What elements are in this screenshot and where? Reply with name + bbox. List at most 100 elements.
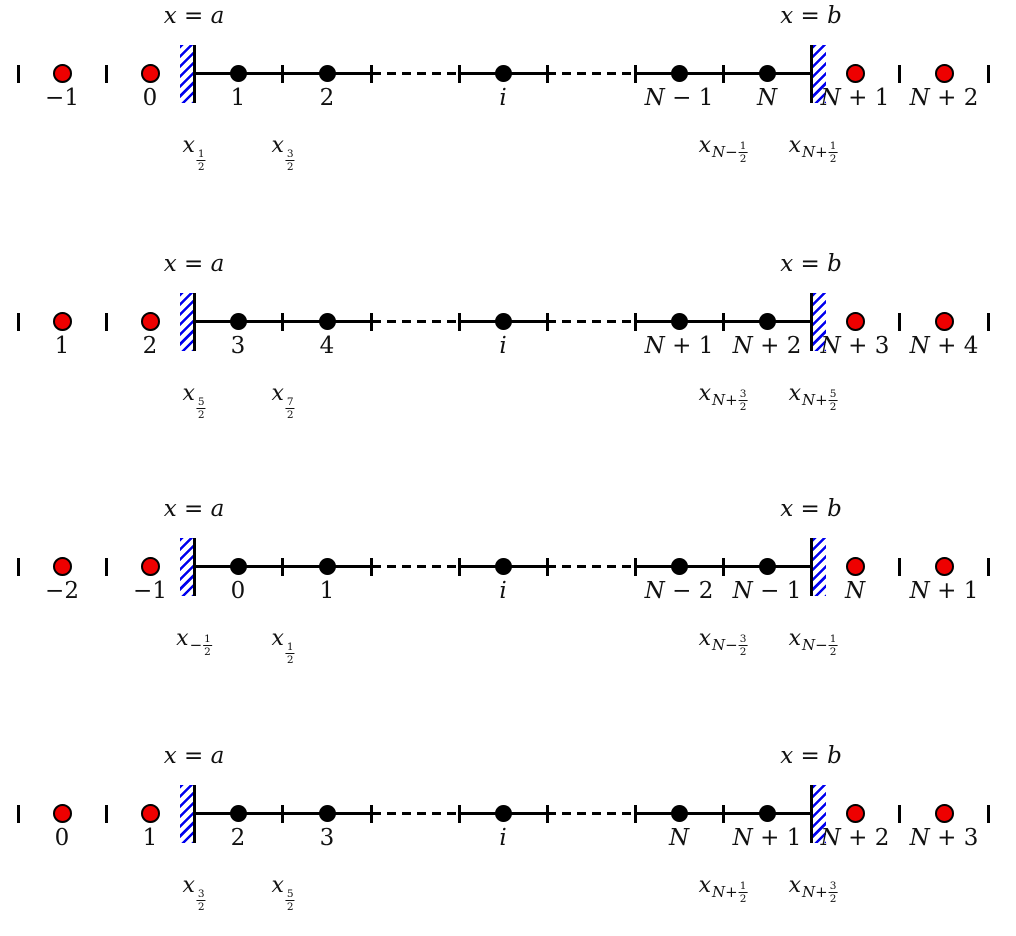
- interior-node-dot: [670, 558, 688, 575]
- axis-dashed-segment: [372, 812, 459, 815]
- interior-node-label: N: [756, 85, 778, 111]
- ghost-node-dot: [52, 557, 72, 576]
- ghost-tick: [16, 313, 20, 331]
- ghost-node-label: 0: [142, 85, 158, 111]
- interface-tick: [280, 65, 284, 83]
- left-wall-hatch-icon: [179, 538, 193, 596]
- ghost-node-label: N: [844, 578, 866, 604]
- interior-node-dot: [758, 558, 776, 575]
- interface-tick: [280, 313, 284, 331]
- interior-node-label: i: [499, 825, 507, 851]
- ghost-node-label: N + 3: [820, 333, 890, 359]
- ghost-node-dot: [140, 64, 160, 83]
- interface-tick: [721, 805, 725, 823]
- ghost-tick: [104, 558, 108, 576]
- ghost-node-label: 0: [54, 825, 70, 851]
- right-boundary-label: x = b: [780, 3, 842, 29]
- ghost-node-dot: [140, 804, 160, 823]
- interface-tick: [721, 65, 725, 83]
- interior-node-dot: [494, 805, 512, 822]
- ghost-node-label: N + 1: [909, 578, 979, 604]
- ghost-tick: [986, 65, 990, 83]
- interior-node-label: N + 2: [732, 333, 802, 359]
- interface-tick: [721, 313, 725, 331]
- right-boundary-label: x = b: [780, 496, 842, 522]
- ghost-tick: [16, 558, 20, 576]
- interior-node-dot: [318, 805, 336, 822]
- ghost-node-dot: [52, 312, 72, 331]
- ghost-node-label: N + 2: [820, 825, 890, 851]
- interior-node-dot: [229, 65, 247, 82]
- left-wall-hatch-icon: [179, 785, 193, 843]
- ghost-node-label: N + 1: [820, 85, 890, 111]
- interior-node-dot: [318, 558, 336, 575]
- interior-node-label: i: [499, 578, 507, 604]
- interior-node-label: N − 1: [732, 578, 802, 604]
- ghost-node-label: 1: [142, 825, 158, 851]
- interface-tick: [280, 805, 284, 823]
- interface-tick: [545, 558, 549, 576]
- interior-node-label: N − 2: [644, 578, 714, 604]
- interface-tick: [545, 313, 549, 331]
- interface-tick: [280, 558, 284, 576]
- ghost-node-label: −1: [45, 85, 79, 111]
- interior-node-dot: [758, 805, 776, 822]
- ghost-tick: [104, 313, 108, 331]
- ghost-tick: [897, 805, 901, 823]
- ghost-node-dot: [845, 804, 865, 823]
- interface-tick: [633, 313, 637, 331]
- left-boundary-label: x = a: [163, 3, 225, 29]
- right-boundary-label: x = b: [780, 743, 842, 769]
- interface-tick: [633, 805, 637, 823]
- ghost-tick: [986, 805, 990, 823]
- interior-node-label: i: [499, 333, 507, 359]
- grid-diagram-row-3: x = a x = b −2 −1 0 1 i N − 2 N − 1 N N …: [0, 493, 1016, 683]
- ghost-tick: [897, 65, 901, 83]
- right-wall: [809, 785, 813, 843]
- axis-dashed-segment: [372, 320, 459, 323]
- interior-node-label: 1: [319, 578, 335, 604]
- interior-node-label: 2: [230, 825, 246, 851]
- interior-node-label: 1: [230, 85, 246, 111]
- axis-dashed-segment: [547, 565, 635, 568]
- ghost-node-label: N + 2: [909, 85, 979, 111]
- axis-dashed-segment: [547, 72, 635, 75]
- interface-tick: [369, 313, 373, 331]
- interface-tick: [369, 805, 373, 823]
- ghost-node-dot: [140, 557, 160, 576]
- interior-node-label: 3: [230, 333, 246, 359]
- interface-tick: [457, 313, 461, 331]
- interface-tick: [457, 805, 461, 823]
- ghost-node-dot: [845, 312, 865, 331]
- interface-tick: [633, 65, 637, 83]
- interior-node-dot: [758, 313, 776, 330]
- ghost-node-label: −2: [45, 578, 79, 604]
- ghost-tick: [104, 65, 108, 83]
- axis-dashed-segment: [547, 812, 635, 815]
- left-wall-hatch-icon: [179, 45, 193, 103]
- interior-node-label: N + 1: [732, 825, 802, 851]
- right-wall: [809, 293, 813, 351]
- ghost-node-label: 2: [142, 333, 158, 359]
- ghost-node-dot: [140, 312, 160, 331]
- ghost-tick: [16, 65, 20, 83]
- ghost-tick: [104, 805, 108, 823]
- ghost-node-dot: [934, 312, 954, 331]
- interior-node-label: N − 1: [644, 85, 714, 111]
- right-wall: [809, 45, 813, 103]
- ghost-node-label: N + 4: [909, 333, 979, 359]
- interface-tick: [721, 558, 725, 576]
- left-boundary-label: x = a: [163, 251, 225, 277]
- interior-node-label: N: [668, 825, 690, 851]
